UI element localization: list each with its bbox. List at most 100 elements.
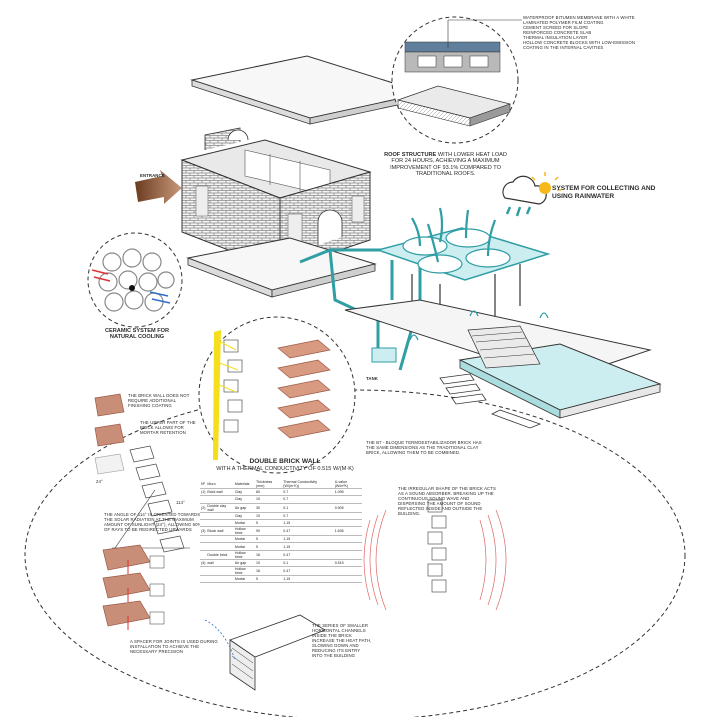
- note-no-plaster: THE BRICK WALL DOES NOT REQUIRE ADDITION…: [128, 394, 198, 409]
- table-cell: Mortar: [234, 519, 255, 526]
- table-cell: 60: [255, 489, 282, 496]
- roof-slab: [192, 56, 425, 124]
- table-cell: 0.47: [282, 550, 333, 559]
- tank-label: TANK: [366, 377, 378, 382]
- table-cell: Double brick: [206, 550, 233, 559]
- table-cell: 0.47: [282, 527, 333, 536]
- tank: [372, 348, 396, 362]
- table-cell: [206, 536, 233, 543]
- ceramic-caption: CERAMIC SYSTEM FOR NATURAL COOLING: [92, 328, 182, 341]
- table-cell: 1.15: [282, 576, 333, 583]
- table-cell: 1.15: [282, 536, 333, 543]
- thermal-table-wrap: Nº Muro Materiais Thickness (mm) Thermal…: [200, 480, 362, 583]
- facade-circle: [199, 317, 355, 473]
- channel-brick: [205, 615, 325, 690]
- entrance-label: ENTRANCE: [140, 174, 165, 179]
- table-cell: [334, 550, 362, 559]
- table-cell: [334, 576, 362, 583]
- table-cell: [334, 567, 362, 576]
- roof-layers-list: WATERPROOF BITUMEN MEMBRANE WITH A WHITE…: [523, 16, 693, 51]
- table-cell: 0.47: [282, 567, 333, 576]
- roof-detail-circle: [392, 17, 522, 143]
- table-cell: Air gap: [234, 559, 255, 566]
- table-cell: [334, 519, 362, 526]
- note-channels: THE SERIES OF SMALLER HORIZONTAL CHANNEL…: [312, 624, 372, 659]
- table-cell: [206, 576, 233, 583]
- th-materials: Materiais: [234, 480, 255, 489]
- table-cell: 16: [255, 550, 282, 559]
- table-cell: 0.1: [282, 503, 333, 512]
- table-cell: 5: [255, 536, 282, 543]
- table-cell: Hollow brick: [234, 550, 255, 559]
- table-cell: Clay: [234, 489, 255, 496]
- table-cell: wall: [206, 559, 233, 566]
- note-b-module: THE B7 - BLOQUE TERMOESTABILIZADOR BRICK…: [366, 441, 484, 456]
- table-cell: 5: [255, 576, 282, 583]
- table-cell: 5: [255, 543, 282, 550]
- angle-114-label: 114°: [176, 501, 185, 506]
- table-cell: 90: [255, 527, 282, 536]
- thermal-table: Nº Muro Materiais Thickness (mm) Thermal…: [200, 480, 362, 583]
- roof-structure-caption: ROOF STRUCTURE WITH LOWER HEAT LOAD FOR …: [383, 152, 508, 178]
- table-cell: 0.515: [334, 559, 362, 566]
- table-cell: Mortar: [234, 576, 255, 583]
- table-cell: 1.636: [334, 527, 362, 536]
- table-cell: [206, 512, 233, 519]
- table-cell: [334, 536, 362, 543]
- rain-caption: SYSTEM FOR COLLECTING AND USING RAINWATE…: [552, 185, 662, 200]
- pool-garden: [345, 300, 660, 428]
- table-cell: Block wall: [206, 527, 233, 536]
- th-muro: Muro: [206, 480, 233, 489]
- th-uvalue: U-value (W/m²K): [334, 480, 362, 489]
- angle-24-label: 24°: [96, 480, 103, 485]
- table-cell: 0.905: [334, 503, 362, 512]
- table-cell: 0.7: [282, 489, 333, 496]
- table-cell: 10: [255, 512, 282, 519]
- table-cell: 0.1: [282, 559, 333, 566]
- th-thickness: Thickness (mm): [255, 480, 282, 489]
- th-conductivity: Thermal Conductivity (W/(m·K)): [282, 480, 333, 489]
- table-cell: [334, 496, 362, 503]
- table-cell: 5: [255, 519, 282, 526]
- table-cell: Hollow brick: [234, 567, 255, 576]
- table-cell: 30: [255, 503, 282, 512]
- table-cell: [206, 543, 233, 550]
- table-cell: 0.7: [282, 512, 333, 519]
- table-cell: Brick wall: [206, 489, 233, 496]
- table-header-row: Nº Muro Materiais Thickness (mm) Thermal…: [200, 480, 362, 489]
- table-cell: Clay: [234, 512, 255, 519]
- roof-layer-7: COATING IN THE INTERNAL CAVITIES: [523, 46, 693, 51]
- note-upper-part: THE UPPER PART OF THE BRICK ALLOWS FOR M…: [140, 421, 200, 436]
- table-cell: 1.15: [282, 519, 333, 526]
- double-wall-title: DOUBLE BRICK WALL: [200, 458, 370, 466]
- double-wall-subtitle: WITH A THERMAL CONDUCTIVITY OF 0.515 W/(…: [200, 466, 370, 472]
- table-row: (3)Block wallHollow brick900.471.636: [200, 527, 362, 536]
- table-cell: 0.7: [282, 496, 333, 503]
- table-cell: [206, 519, 233, 526]
- table-cell: [334, 543, 362, 550]
- table-cell: 10: [255, 559, 282, 566]
- table-cell: 1.095: [334, 489, 362, 496]
- table-cell: [206, 567, 233, 576]
- table-cell: Mortar: [234, 543, 255, 550]
- table-cell: 16: [255, 567, 282, 576]
- note-irregular: THE IRREGULAR SHAPE OF THE BRICK ACTS AS…: [398, 487, 498, 517]
- table-cell: Mortar: [234, 536, 255, 543]
- ceramic-circle: [88, 233, 182, 327]
- roof-structure-lead: ROOF STRUCTURE: [384, 152, 436, 158]
- table-row: Clay100.7: [200, 496, 362, 503]
- table-cell: 1.15: [282, 543, 333, 550]
- table-cell: Double clay wall: [206, 503, 233, 512]
- table-cell: [334, 512, 362, 519]
- table-cell: [206, 496, 233, 503]
